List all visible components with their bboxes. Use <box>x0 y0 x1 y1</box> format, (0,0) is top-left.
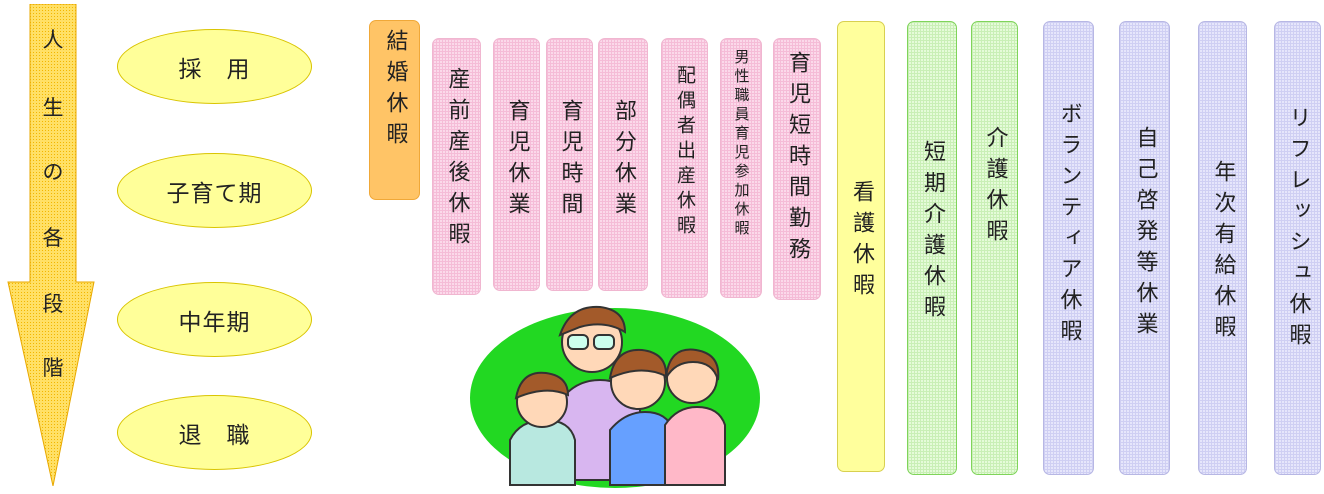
maternity-leave-box: 産前産後休暇 <box>432 38 481 295</box>
male-childcare-leave-box: 男性職員育児参加休暇 <box>720 38 762 298</box>
annual-paid-leave-label: 年次有給休暇 <box>1210 160 1236 346</box>
stage-hiring-oval: 採 用 <box>117 29 312 104</box>
marriage-leave-label: 結婚休暇 <box>382 29 408 153</box>
spouse-birth-leave-label: 配偶者出産休暇 <box>674 65 696 240</box>
nursing-leave-label: 看護休暇 <box>849 180 874 304</box>
maternity-leave-label: 産前産後休暇 <box>444 67 470 253</box>
annual-paid-leave-box: 年次有給休暇 <box>1198 21 1247 475</box>
spouse-birth-leave-box: 配偶者出産休暇 <box>661 38 708 298</box>
stage-retirement-oval: 退 職 <box>117 395 312 470</box>
family-care-leave-label: 介護休暇 <box>982 126 1008 250</box>
short-term-care-leave-label: 短期介護休暇 <box>920 140 945 326</box>
self-development-leave-label: 自己啓発等休業 <box>1132 126 1158 343</box>
arrow-char-2: 生 <box>42 96 64 120</box>
life-stages-arrow: 人 生 の 各 段 階 <box>6 3 96 487</box>
self-development-leave-box: 自己啓発等休業 <box>1119 21 1170 475</box>
partial-leave-box: 部分休業 <box>598 38 648 291</box>
stage-middle-age-oval: 中年期 <box>117 282 312 357</box>
family-icon <box>470 305 760 488</box>
volunteer-leave-label: ボランティア休暇 <box>1056 102 1082 350</box>
marriage-leave-box: 結婚休暇 <box>369 20 420 200</box>
arrow-char-4: 各 <box>42 226 64 250</box>
refresh-leave-box: リフレッシュ休暇 <box>1274 21 1321 475</box>
refresh-leave-label: リフレッシュ休暇 <box>1285 106 1311 354</box>
family-illustration <box>470 290 770 490</box>
family-care-leave-box: 介護休暇 <box>971 21 1018 475</box>
stage-childrearing-oval: 子育て期 <box>117 153 312 228</box>
arrow-char-1: 人 <box>42 28 64 52</box>
short-hours-work-box: 育児短時間勤務 <box>773 38 821 300</box>
down-arrow-icon <box>7 3 95 487</box>
arrow-char-5: 段 <box>42 292 64 316</box>
volunteer-leave-box: ボランティア休暇 <box>1043 21 1094 475</box>
childcare-time-label: 育児時間 <box>557 99 583 223</box>
partial-leave-label: 部分休業 <box>611 99 636 223</box>
childcare-leave-box: 育児休業 <box>493 38 540 291</box>
nursing-leave-box: 看護休暇 <box>837 21 885 472</box>
arrow-char-6: 階 <box>42 356 64 380</box>
short-hours-work-label: 育児短時間勤務 <box>785 51 810 268</box>
childcare-time-box: 育児時間 <box>546 38 593 291</box>
arrow-char-3: の <box>42 160 64 184</box>
childcare-leave-label: 育児休業 <box>504 99 530 223</box>
male-childcare-leave-label: 男性職員育児参加休暇 <box>732 49 751 239</box>
short-term-care-leave-box: 短期介護休暇 <box>907 21 957 475</box>
